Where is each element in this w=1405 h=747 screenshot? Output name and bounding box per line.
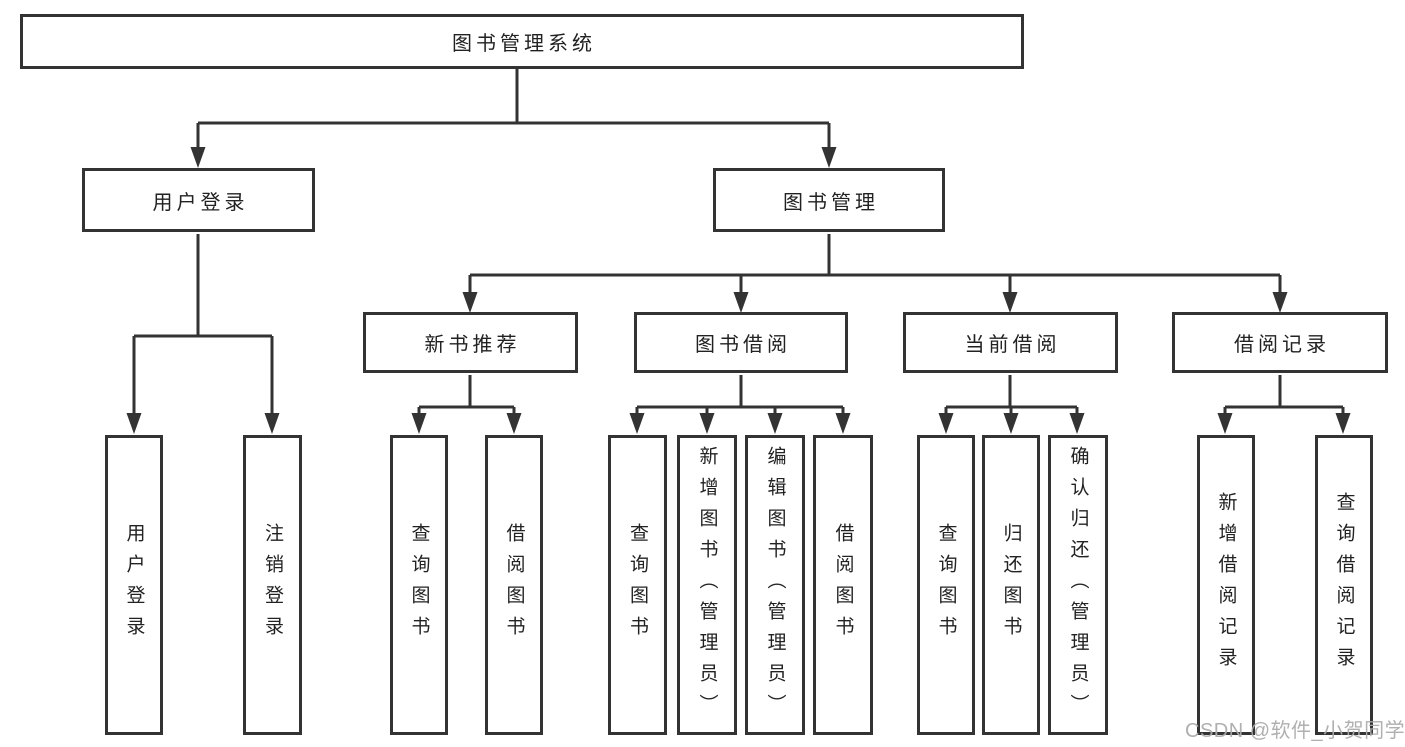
node-leaf-query-borrow-record: 查询借阅记录 — [1315, 435, 1373, 735]
node-leaf-query-books-current: 查询图书 — [917, 435, 975, 735]
arrow-down-icon — [835, 413, 851, 434]
node-label: 用户登录 — [123, 523, 145, 647]
node-label: 用户登录 — [152, 191, 249, 214]
node-branch-user-login: 用户登录 — [82, 168, 315, 232]
node-leaf-return-books: 归还图书 — [982, 435, 1040, 735]
node-label: 借阅图书 — [832, 523, 854, 647]
arrow-down-icon — [1003, 413, 1019, 434]
node-leaf-add-books-admin: 新增图书（管理员） — [677, 435, 737, 735]
node-leaf-query-books-recommend: 查询图书 — [390, 435, 448, 735]
node-borrowing-records: 借阅记录 — [1172, 312, 1388, 373]
node-label: 编辑图书（管理员） — [764, 445, 786, 725]
node-label: 查询图书 — [627, 523, 648, 647]
node-leaf-confirm-return-admin: 确认归还（管理员） — [1048, 435, 1108, 735]
arrow-down-icon — [190, 147, 206, 168]
node-label: 查询图书 — [408, 523, 430, 647]
node-label: 注销登录 — [262, 523, 283, 647]
arrow-down-icon — [462, 292, 478, 313]
arrow-down-icon — [699, 413, 715, 434]
node-label: 当前借阅 — [964, 334, 1061, 356]
node-new-book-recommend: 新书推荐 — [363, 312, 578, 373]
node-label: 图书管理 — [783, 191, 879, 214]
node-label: 归还图书 — [1000, 523, 1022, 647]
node-leaf-user-login: 用户登录 — [105, 435, 163, 735]
arrow-down-icon — [629, 413, 645, 434]
connector-current-borrowing-children — [944, 375, 1079, 414]
arrow-down-icon — [938, 413, 954, 434]
node-root: 图书管理系统 — [20, 14, 1024, 69]
node-leaf-borrow-books-recommend: 借阅图书 — [485, 435, 543, 735]
node-leaf-add-borrow-record: 新增借阅记录 — [1197, 435, 1255, 735]
arrow-down-icon — [264, 413, 280, 434]
connector-new-book-children — [417, 375, 516, 414]
node-branch-book-management: 图书管理 — [713, 168, 945, 232]
arrow-down-icon — [1217, 413, 1233, 434]
arrow-down-icon — [767, 413, 783, 434]
connector-borrowing-records-children — [1223, 375, 1345, 414]
connector-book-management-children — [468, 234, 1282, 293]
connector-user-login-children — [132, 234, 274, 414]
watermark: CSDN @软件_小贺同学 — [1185, 720, 1405, 742]
arrow-down-icon — [733, 292, 749, 313]
arrow-down-icon — [1335, 413, 1351, 434]
node-label: 新书推荐 — [424, 334, 521, 356]
node-label: 查询借阅记录 — [1333, 492, 1355, 678]
node-label: 借阅图书 — [503, 523, 525, 647]
node-label: 图书借阅 — [695, 334, 791, 356]
connector-root-to-level2 — [196, 69, 831, 148]
arrow-down-icon — [126, 413, 142, 434]
node-book-borrowing: 图书借阅 — [634, 312, 848, 373]
connector-book-borrowing-children — [635, 375, 845, 414]
node-label: 确认归还（管理员） — [1067, 445, 1089, 725]
node-leaf-borrow-books-borrowing: 借阅图书 — [813, 435, 873, 735]
arrow-down-icon — [411, 413, 427, 434]
arrow-down-icon — [1002, 292, 1018, 313]
node-label: 新增图书（管理员） — [696, 445, 718, 725]
node-root-label: 图书管理系统 — [452, 33, 596, 55]
node-label: 新增借阅记录 — [1215, 492, 1237, 678]
node-leaf-logout: 注销登录 — [243, 435, 302, 735]
node-label: 借阅记录 — [1234, 334, 1330, 356]
node-label: 查询图书 — [935, 523, 957, 647]
node-leaf-query-books-borrowing: 查询图书 — [608, 435, 667, 735]
arrow-down-icon — [821, 147, 837, 168]
node-leaf-edit-books-admin: 编辑图书（管理员） — [745, 435, 805, 735]
node-current-borrowing: 当前借阅 — [903, 312, 1118, 373]
arrow-down-icon — [1069, 413, 1085, 434]
arrow-down-icon — [1272, 292, 1288, 313]
arrow-down-icon — [506, 413, 522, 434]
